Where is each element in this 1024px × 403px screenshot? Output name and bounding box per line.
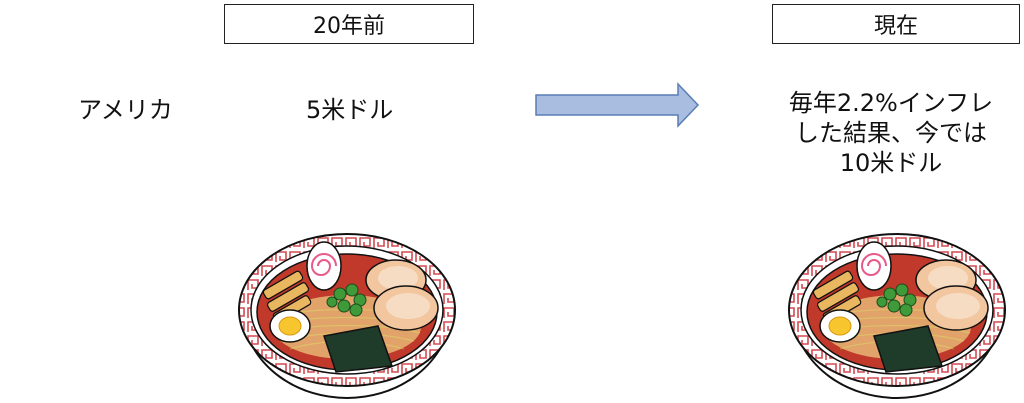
header-now-label: 現在 <box>873 14 918 39</box>
header-now: 現在 <box>772 4 1020 44</box>
ramen-bowl-icon <box>788 233 1006 400</box>
header-20-years-ago-label: 20年前 <box>313 14 385 39</box>
inflation-result-text: 毎年2.2%インフレ した結果、今では 10米ドル <box>760 88 1022 178</box>
right-arrow-icon <box>535 82 700 128</box>
result-line-3: 10米ドル <box>839 149 943 177</box>
result-line-1: 毎年2.2%インフレ <box>788 89 994 117</box>
result-line-2: した結果、今では <box>795 119 987 147</box>
header-20-years-ago: 20年前 <box>224 4 474 44</box>
ramen-bowl-icon <box>238 233 456 400</box>
country-label: アメリカ <box>78 96 173 124</box>
price-then-label: 5米ドル <box>306 96 394 124</box>
